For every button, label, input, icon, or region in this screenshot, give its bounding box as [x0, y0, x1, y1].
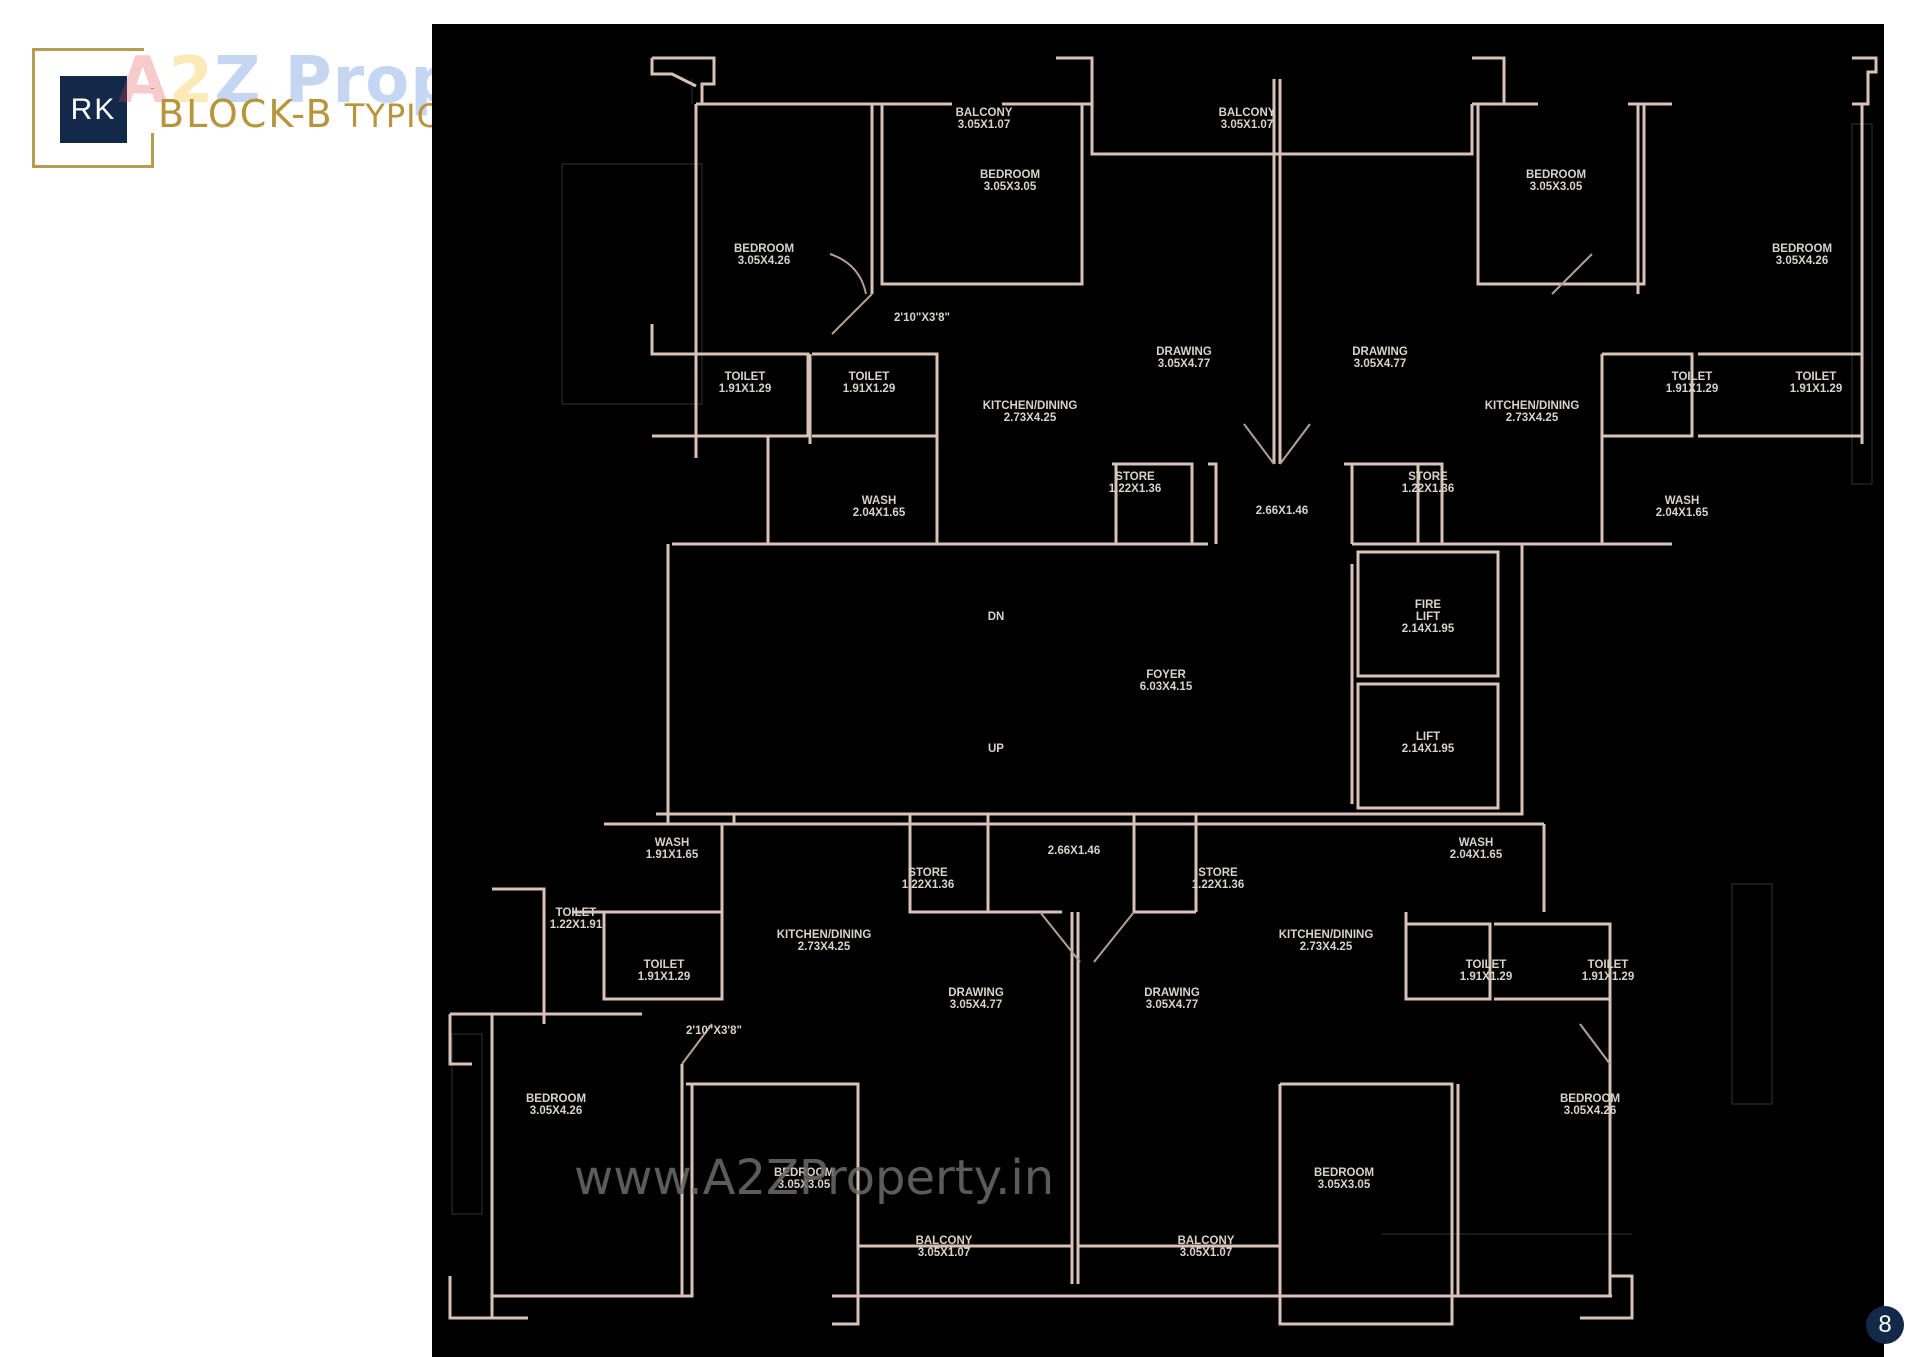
- toilet-bottom-left-size: 1.91X1.29: [638, 971, 690, 983]
- bedroom-bottom-right-small-label: BEDROOM: [1314, 1167, 1374, 1179]
- wash-top-right-size: 2.04X1.65: [1656, 507, 1709, 519]
- toilet-4-label: TOILET: [1796, 371, 1837, 383]
- kitchen-top-left-label: KITCHEN/DINING: [983, 400, 1078, 412]
- store-bottom-right-label: STORE: [1198, 867, 1238, 879]
- wash-bottom-right-size: 2.04X1.65: [1450, 849, 1503, 861]
- foyer-size: 6.03X4.15: [1140, 681, 1193, 693]
- lift-label: LIFT: [1416, 731, 1440, 743]
- toilet-1-size: 1.91X1.29: [719, 383, 771, 395]
- toilet-3-size: 1.91X1.29: [1666, 383, 1718, 395]
- kitchen-bottom-left-label: KITCHEN/DINING: [777, 929, 872, 941]
- page-number-badge: 8: [1866, 1306, 1904, 1344]
- rk-logo: RK: [60, 76, 127, 143]
- drawing-top-left-size: 3.05X4.77: [1158, 358, 1210, 370]
- store-top-right-label: STORE: [1408, 471, 1448, 483]
- toilet-bottom-right-1-size: 1.91X1.29: [1460, 971, 1512, 983]
- wash-bottom-left-size: 1.91X1.65: [646, 849, 699, 861]
- kitchen-top-right-size: 2.73X4.25: [1506, 412, 1559, 424]
- balcony-bottom-right-label: BALCONY: [1178, 1235, 1235, 1247]
- kitchen-top-right-label: KITCHEN/DINING: [1485, 400, 1580, 412]
- toilet-bottom-right-2-label: TOILET: [1588, 959, 1629, 971]
- toilet-bottom-right-1-label: TOILET: [1466, 959, 1507, 971]
- balcony-top-right-size: 3.05X1.07: [1221, 119, 1273, 131]
- block-name: BLOCK-B: [158, 92, 334, 136]
- store-top-right-size: 1.22X1.36: [1402, 483, 1454, 495]
- wash-top-right-label: WASH: [1665, 495, 1700, 507]
- stair-dn-label: DN: [988, 611, 1005, 623]
- drawing-top-right-size: 3.05X4.77: [1354, 358, 1406, 370]
- balcony-bottom-right-size: 3.05X1.07: [1180, 1247, 1232, 1259]
- store-top-left-label: STORE: [1115, 471, 1155, 483]
- fire-lift-size: 2.14X1.95: [1402, 623, 1455, 635]
- logo-frame: [32, 48, 154, 168]
- bedroom-bottom-left-small-label: BEDROOM: [774, 1167, 834, 1179]
- balcony-top-left-size: 3.05X1.07: [958, 119, 1010, 131]
- balcony-top-left-label: BALCONY: [956, 107, 1013, 119]
- store-bottom-right-size: 1.22X1.36: [1192, 879, 1244, 891]
- toilet-1-label: TOILET: [725, 371, 766, 383]
- foyer-label: FOYER: [1146, 669, 1186, 681]
- toilet-4-size: 1.91X1.29: [1790, 383, 1842, 395]
- wash-top-left-size: 2.04X1.65: [853, 507, 906, 519]
- bedroom-a-size: 3.05X3.05: [984, 181, 1037, 193]
- door-size-bottom-label: 2'10"X3'8": [686, 1025, 742, 1037]
- bedroom-a-label: BEDROOM: [980, 169, 1040, 181]
- bedroom-bottom-right-small-size: 3.05X3.05: [1318, 1179, 1371, 1191]
- toilet-bottom-left-label: TOILET: [644, 959, 685, 971]
- bedroom-b-size: 3.05X4.26: [738, 255, 790, 267]
- lobby-bottom-size: 2.66X1.46: [1048, 845, 1100, 857]
- bedroom-c-size: 3.05X3.05: [1530, 181, 1583, 193]
- bedroom-bottom-left-large-size: 3.05X4.26: [530, 1105, 582, 1117]
- drawing-bottom-left-label: DRAWING: [948, 987, 1004, 999]
- floor-plan-drawing: BALCONY 3.05X1.07 BALCONY 3.05X1.07 BEDR…: [448, 56, 1878, 1326]
- bedroom-d-label: BEDROOM: [1772, 243, 1832, 255]
- floor-plan: BALCONY 3.05X1.07 BALCONY 3.05X1.07 BEDR…: [432, 24, 1884, 1357]
- wash-bottom-right-label: WASH: [1459, 837, 1494, 849]
- watermark-bottom: www.A2ZProperty.in: [574, 1150, 1055, 1206]
- lift-size: 2.14X1.95: [1402, 743, 1455, 755]
- toilet-2-label: TOILET: [849, 371, 890, 383]
- drawing-top-left-label: DRAWING: [1156, 346, 1212, 358]
- toilet-bottom-small-label: TOILET: [556, 907, 597, 919]
- bedroom-bottom-left-large-label: BEDROOM: [526, 1093, 586, 1105]
- drawing-bottom-right-label: DRAWING: [1144, 987, 1200, 999]
- bedroom-c-label: BEDROOM: [1526, 169, 1586, 181]
- bedroom-bottom-right-large-size: 3.05X4.26: [1564, 1105, 1616, 1117]
- drawing-bottom-right-size: 3.05X4.77: [1146, 999, 1198, 1011]
- kitchen-top-left-size: 2.73X4.25: [1004, 412, 1057, 424]
- kitchen-bottom-right-size: 2.73X4.25: [1300, 941, 1353, 953]
- drawing-top-right-label: DRAWING: [1352, 346, 1408, 358]
- store-top-left-size: 1.22X1.36: [1109, 483, 1161, 495]
- drawing-bottom-left-size: 3.05X4.77: [950, 999, 1002, 1011]
- toilet-3-label: TOILET: [1672, 371, 1713, 383]
- stair-up-label: UP: [988, 743, 1004, 755]
- store-bottom-left-size: 1.22X1.36: [902, 879, 954, 891]
- fire-lift-label-2: LIFT: [1416, 611, 1440, 623]
- wash-bottom-left-label: WASH: [655, 837, 690, 849]
- kitchen-bottom-left-size: 2.73X4.25: [798, 941, 851, 953]
- wash-top-left-label: WASH: [862, 495, 897, 507]
- lobby-top-size: 2.66X1.46: [1256, 505, 1308, 517]
- toilet-2-size: 1.91X1.29: [843, 383, 895, 395]
- room-labels: BALCONY 3.05X1.07 BALCONY 3.05X1.07 BEDR…: [526, 107, 1842, 1259]
- bedroom-b-label: BEDROOM: [734, 243, 794, 255]
- balcony-bottom-left-size: 3.05X1.07: [918, 1247, 970, 1259]
- kitchen-bottom-right-label: KITCHEN/DINING: [1279, 929, 1374, 941]
- balcony-bottom-left-label: BALCONY: [916, 1235, 973, 1247]
- bedroom-bottom-left-small-size: 3.05X3.05: [778, 1179, 831, 1191]
- door-size-top-label: 2'10"X3'8": [894, 312, 950, 324]
- toilet-bottom-small-size: 1.22X1.91: [550, 919, 603, 931]
- bedroom-d-size: 3.05X4.26: [1776, 255, 1828, 267]
- balcony-top-right-label: BALCONY: [1219, 107, 1276, 119]
- store-bottom-left-label: STORE: [908, 867, 948, 879]
- toilet-bottom-right-2-size: 1.91X1.29: [1582, 971, 1634, 983]
- bedroom-bottom-right-large-label: BEDROOM: [1560, 1093, 1620, 1105]
- fire-lift-label-1: FIRE: [1415, 599, 1442, 611]
